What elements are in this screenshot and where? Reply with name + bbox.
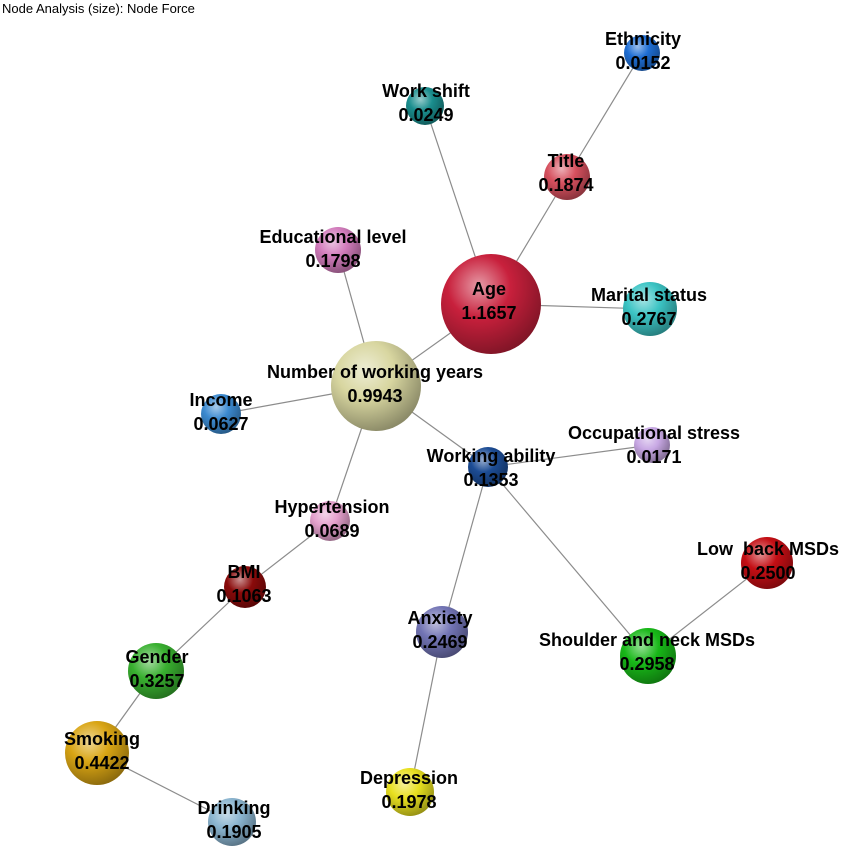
node-name-label: Low back MSDs xyxy=(697,539,839,559)
node-title: Title 0.1874 xyxy=(538,151,594,200)
node-name-label: Work shift xyxy=(382,81,470,101)
node-circle xyxy=(315,227,361,273)
node-low-back: Low back MSDs 0.2500 xyxy=(697,537,839,589)
node-value-label: 0.1353 xyxy=(463,470,518,490)
node-name-label: Hypertension xyxy=(274,497,389,517)
node-gender: Gender 0.3257 xyxy=(125,643,189,699)
node-value-label: 0.0152 xyxy=(615,53,670,73)
node-value-label: 0.0627 xyxy=(193,414,248,434)
diagram-header: Node Analysis (size): Node Force xyxy=(2,1,195,16)
node-circle xyxy=(331,341,421,431)
node-working-years: Number of working years 0.9943 xyxy=(267,341,483,431)
node-value-label: 0.2958 xyxy=(619,654,674,674)
node-circle xyxy=(208,798,256,846)
node-circle xyxy=(544,154,590,200)
node-value-label: 1.1657 xyxy=(461,303,516,323)
node-circle xyxy=(224,566,266,608)
edge-working_ability-shoulder_neck xyxy=(487,466,649,657)
node-value-label: 0.1978 xyxy=(381,792,436,812)
edge-anxiety-depression xyxy=(409,631,443,793)
node-name-label: Gender xyxy=(125,647,188,667)
edge-ethnicity-title xyxy=(566,52,643,178)
node-circle xyxy=(406,87,444,125)
node-name-label: Working ability xyxy=(427,446,556,466)
node-anxiety: Anxiety 0.2469 xyxy=(407,606,473,658)
node-value-label: 0.0171 xyxy=(626,447,681,467)
node-occupational-stress: Occupational stress 0.0171 xyxy=(568,423,740,467)
node-value-label: 0.2767 xyxy=(621,309,676,329)
node-ethnicity: Ethnicity 0.0152 xyxy=(605,29,681,73)
node-name-label: Smoking xyxy=(64,729,140,749)
node-value-label: 0.4422 xyxy=(74,753,129,773)
node-name-label: Income xyxy=(189,390,252,410)
node-value-label: 0.2469 xyxy=(412,632,467,652)
node-value-label: 0.1798 xyxy=(305,251,360,271)
node-age: Age 1.1657 xyxy=(441,254,541,354)
node-depression: Depression 0.1978 xyxy=(360,768,458,816)
node-marital: Marital status 0.2767 xyxy=(591,282,707,336)
node-value-label: 0.0689 xyxy=(304,521,359,541)
node-circle xyxy=(128,643,184,699)
node-name-label: Age xyxy=(472,279,506,299)
node-circle xyxy=(623,282,677,336)
node-name-label: Title xyxy=(548,151,585,171)
node-circle xyxy=(386,768,434,816)
node-value-label: 0.3257 xyxy=(129,671,184,691)
node-circle xyxy=(416,606,468,658)
node-circle xyxy=(65,721,129,785)
node-income: Income 0.0627 xyxy=(189,390,253,434)
node-name-label: Ethnicity xyxy=(605,29,681,49)
node-work-shift: Work shift 0.0249 xyxy=(382,81,470,125)
node-shoulder-neck: Shoulder and neck MSDs 0.2958 xyxy=(539,628,755,684)
node-smoking: Smoking 0.4422 xyxy=(64,721,140,785)
node-circle xyxy=(468,447,508,487)
node-value-label: 0.1874 xyxy=(538,175,593,195)
node-circle xyxy=(620,628,676,684)
edge-working_ability-anxiety xyxy=(441,466,489,633)
node-name-label: Anxiety xyxy=(407,608,472,628)
node-circle xyxy=(624,35,660,71)
node-education: Educational level 0.1798 xyxy=(259,227,407,273)
node-drinking: Drinking 0.1905 xyxy=(197,798,271,846)
node-value-label: 0.9943 xyxy=(347,386,402,406)
node-value-label: 0.0249 xyxy=(398,105,453,125)
edge-working_ability-occupational_stress xyxy=(487,444,653,468)
node-circle xyxy=(441,254,541,354)
node-hypertension: Hypertension 0.0689 xyxy=(274,497,390,541)
node-circle xyxy=(310,501,350,541)
node-circle xyxy=(741,537,793,589)
node-name-label: Drinking xyxy=(197,798,270,818)
node-name-label: Occupational stress xyxy=(568,423,740,443)
node-name-label: Number of working years xyxy=(267,362,483,382)
node-name-label: Marital status xyxy=(591,285,707,305)
node-name-label: Depression xyxy=(360,768,458,788)
node-working-ability: Working ability 0.1353 xyxy=(427,446,556,490)
node-circle xyxy=(634,427,670,463)
node-name-label: Shoulder and neck MSDs xyxy=(539,630,755,650)
node-circle xyxy=(201,394,241,434)
node-value-label: 0.1063 xyxy=(216,586,271,606)
node-bmi: BMI 0.1063 xyxy=(216,562,272,608)
node-value-label: 0.2500 xyxy=(740,563,795,583)
node-name-label: Educational level xyxy=(259,227,406,247)
node-name-label: BMI xyxy=(228,562,261,582)
node-value-label: 0.1905 xyxy=(206,822,261,842)
